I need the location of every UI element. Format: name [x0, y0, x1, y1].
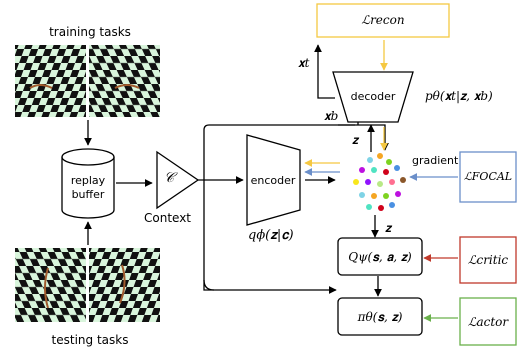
xt-label: 𝐱t: [298, 56, 310, 70]
gradient-label: gradient: [412, 154, 459, 167]
decoder-shape: [332, 71, 414, 123]
decoder-distribution: pθ(𝐱t|𝐳, 𝐱b): [425, 89, 493, 103]
arrow-decoder-to-xt: [314, 44, 335, 99]
actor-label: πθ(𝐬, 𝐳): [357, 310, 403, 324]
decoder-label: decoder: [350, 90, 396, 103]
training-task-image-2: [89, 45, 160, 117]
critic-box: [337, 237, 423, 276]
loss-focal-label: ℒFOCAL: [463, 170, 513, 183]
context-label: Context: [144, 211, 192, 225]
critic-label: Qψ(𝐬, 𝐚, 𝐳): [348, 250, 412, 264]
arrow-context-to-critic: [203, 180, 337, 294]
replay-buffer-label-line1: replay: [70, 174, 106, 187]
loss-actor-box: [459, 297, 517, 346]
encoder-label: encoder: [250, 174, 296, 187]
xb-label: 𝐱b: [324, 109, 339, 123]
encoder-shape: [246, 134, 301, 226]
actor-box: [337, 297, 423, 336]
context-symbol: 𝒞: [164, 170, 175, 186]
encoder-distribution: qϕ(𝐳|𝐜): [248, 228, 294, 243]
context-triangle: [156, 150, 200, 210]
loss-actor-label: ℒactor: [467, 315, 509, 329]
training-tasks-label: training tasks: [49, 25, 131, 39]
loss-recon-label: ℒrecon: [361, 13, 405, 27]
z-label-top: 𝐳: [352, 133, 359, 147]
arrow-context-to-decoder-loop: [198, 124, 389, 181]
training-task-image-1: [15, 45, 86, 117]
latent-embedding-scatter: [353, 153, 406, 211]
loss-recon-box: [316, 3, 450, 38]
loss-critic-label: ℒcritic: [467, 253, 509, 267]
replay-buffer-label-line2: buffer: [71, 188, 105, 201]
testing-task-image-1: [15, 248, 86, 322]
loss-focal-box: [459, 151, 517, 203]
loss-critic-box: [459, 236, 517, 284]
z-label-bottom: 𝐳: [385, 221, 392, 235]
testing-task-image-2: [89, 248, 160, 322]
testing-tasks-label: testing tasks: [51, 333, 129, 347]
replay-buffer-cylinder: [61, 148, 115, 219]
